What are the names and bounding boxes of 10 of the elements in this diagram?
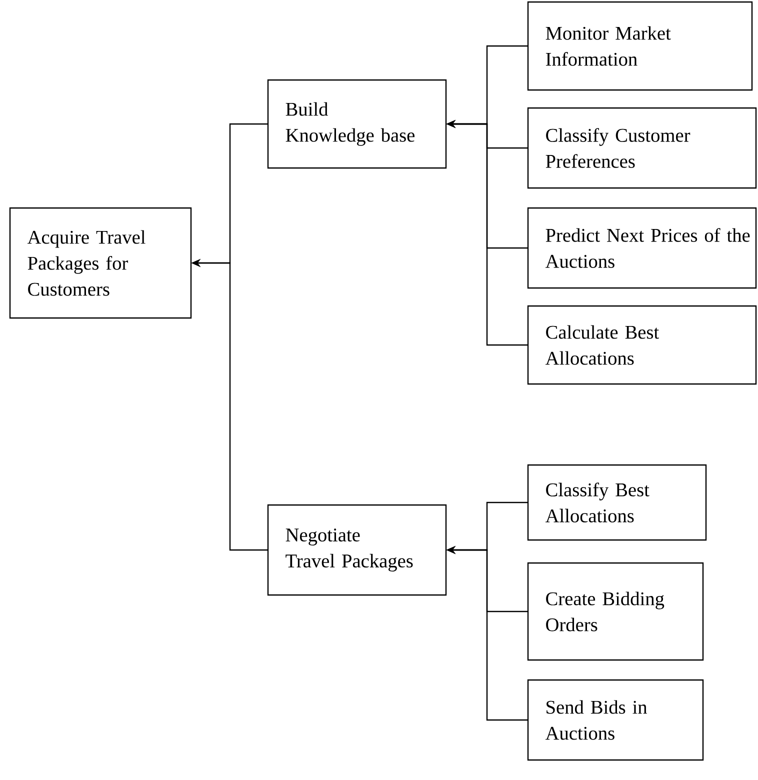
process-box: Monitor Market Information: [527, 1, 753, 91]
process-box: Acquire Travel Packages for Customers: [9, 207, 192, 319]
process-box: Calculate Best Allocations: [527, 305, 757, 385]
process-box: Predict Next Prices of the Auctions: [527, 207, 757, 289]
process-box: Classify Best Allocations: [527, 464, 707, 541]
process-box: Send Bids in Auctions: [527, 679, 704, 761]
process-box: Build Knowledge base: [267, 79, 447, 169]
process-box: Create Bidding Orders: [527, 562, 704, 661]
process-box: Negotiate Travel Packages: [267, 504, 447, 596]
process-box: Classify Customer Preferences: [527, 107, 757, 189]
